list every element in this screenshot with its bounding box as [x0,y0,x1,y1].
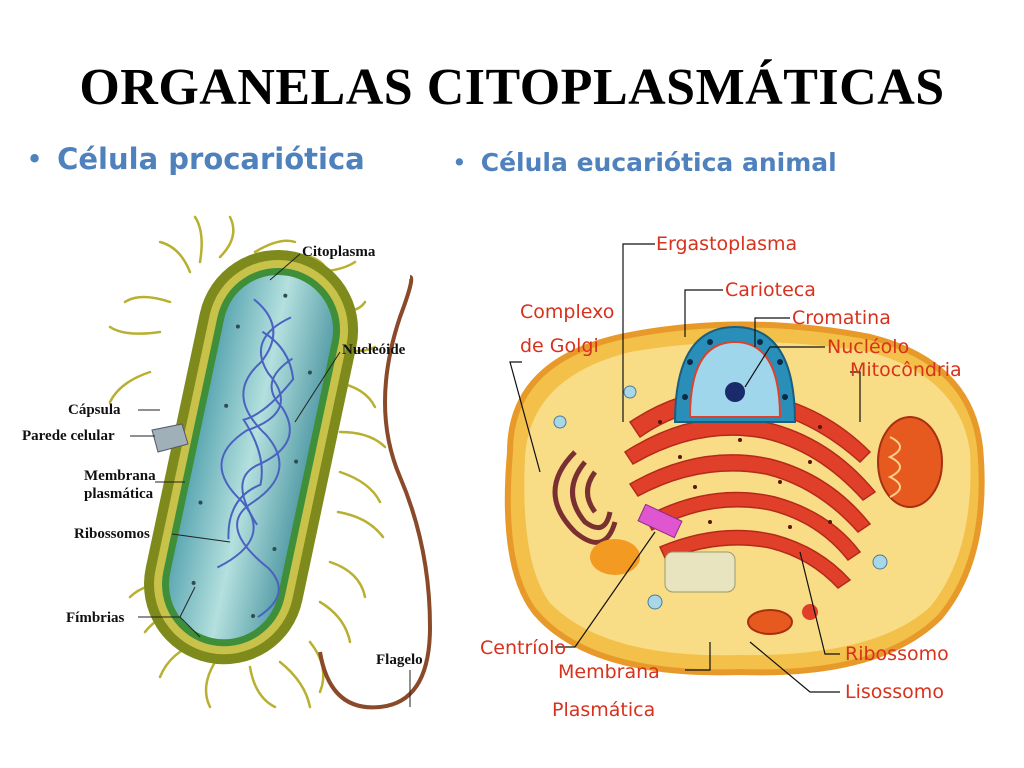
er-ribosomes [658,403,832,529]
nucleoid [216,298,295,618]
label-centriolo: Centríolo [480,637,566,659]
label-ribossomo: Ribossomo [845,643,949,665]
label-complexo: Complexo [520,301,614,323]
leader-lines [509,243,861,693]
label-cromatina: Cromatina [792,307,891,329]
bullet-eukaryote: • Célula eucariótica animal [452,148,837,177]
label-parede-celular: Parede celular [22,428,115,444]
flagellum [318,275,433,710]
nucleus [673,325,797,423]
leader-lines [130,253,411,707]
label-carioteca: Carioteca [725,279,816,301]
label-membrana: Membrana [84,468,156,484]
label-citoplasma: Citoplasma [302,244,376,260]
prokaryote-diagram: Citoplasma Nucleóide Cápsula Parede celu… [22,215,433,710]
bullet-marker: • [452,148,467,177]
label-ergastoplasma: Ergastoplasma [656,233,797,255]
bullet-prokaryote: • Célula procariótica [26,142,365,176]
label-plasmatica: plasmática [84,486,154,502]
label-plasmatica: Plasmática [552,699,655,721]
label-de-golgi: de Golgi [520,335,599,357]
label-lisossomo: Lisossomo [845,681,944,703]
ribosomes [191,293,312,618]
bullet-text: Célula procariótica [57,142,365,176]
label-ribossomos: Ribossomos [74,526,150,542]
label-membrana: Membrana [558,661,660,683]
bullet-text: Célula eucariótica animal [480,148,837,177]
bullet-marker: • [26,142,44,176]
golgi-apparatus [552,450,618,545]
layer-cutaway [151,423,189,453]
eukaryote-diagram: Ergastoplasma Carioteca Cromatina Nucléo… [480,222,988,724]
label-fimbrias: Fímbrias [66,610,124,626]
label-capsula: Cápsula [68,402,121,418]
centriole [637,503,683,539]
slide-title: ORGANELAS CITOPLASMÁTICAS [79,59,945,116]
mitochondrion [747,416,943,635]
nucleolus [725,382,745,402]
label-flagelo: Flagelo [376,652,423,668]
bacterium-body [144,249,359,665]
label-mitocondria: Mitocôndria [850,359,962,381]
label-nucleolo: Nucléolo [827,336,909,358]
label-nucleoide: Nucleóide [342,342,406,358]
